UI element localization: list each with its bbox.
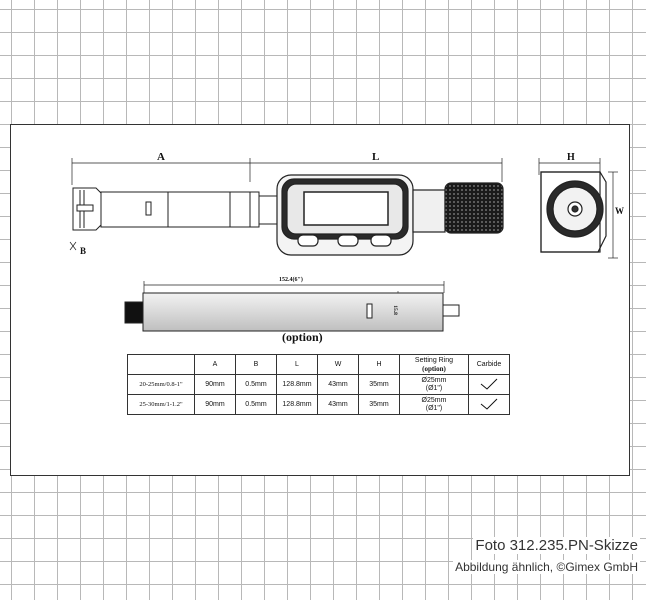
ring-metric: Ø25mm (421, 376, 447, 384)
digital-body (276, 174, 504, 256)
setting-ring-title: Setting Ring (414, 356, 454, 364)
dim-label-h: H (567, 152, 575, 163)
cell-h: 35mm (358, 374, 400, 395)
caption-photo-id: Foto 312.235.PN-Skizze (473, 537, 640, 554)
dimension-a (71, 158, 503, 185)
dim-label-b: B (80, 246, 87, 256)
cell-l: 128.8mm (276, 394, 318, 415)
header-carbide: Carbide (468, 354, 510, 375)
table-row: 25-30mm/1-1.2" 90mm 0.5mm 128.8mm 43mm 3… (127, 394, 510, 415)
header-l: L (276, 354, 318, 375)
cell-h: 35mm (358, 394, 400, 415)
gauge-shaft (100, 191, 280, 228)
ring-inch: (Ø1") (425, 384, 443, 392)
ring-metric: Ø25mm (421, 396, 447, 404)
dim-label-w: W (615, 206, 624, 216)
caption-credit: Abbildung ähnlich, ©Gimex GmbH (453, 560, 640, 574)
cell-b: 0.5mm (235, 374, 277, 395)
cell-carbide (468, 374, 510, 395)
header-setting-ring: Setting Ring (option) (399, 354, 469, 375)
cell-w: 43mm (317, 374, 359, 395)
header-w: W (317, 354, 359, 375)
table-row: 20-25mm/0.8-1" 90mm 0.5mm 128.8mm 43mm 3… (127, 374, 510, 395)
header-b: B (235, 354, 277, 375)
dim-label-l: L (372, 151, 380, 163)
table-header-row: A B L W H Setting Ring (option) Carbide (127, 354, 510, 375)
cell-b: 0.5mm (235, 394, 277, 415)
option-length-label: 152.4(6") (279, 277, 303, 283)
dimension-b (69, 241, 77, 251)
header-h: H (358, 354, 400, 375)
header-blank (127, 354, 195, 375)
dim-label-a: A (157, 151, 165, 163)
cell-ring: Ø25mm (Ø1") (399, 374, 469, 395)
cell-a: 90mm (194, 374, 236, 395)
option-diameter-label: 15.8 (391, 305, 398, 315)
row-range: 20-25mm/0.8-1" (127, 374, 195, 395)
check-icon (480, 398, 498, 410)
measuring-head (72, 187, 102, 231)
check-icon (480, 378, 498, 390)
ring-inch: (Ø1") (425, 404, 443, 412)
cell-ring: Ø25mm (Ø1") (399, 394, 469, 415)
cell-carbide (468, 394, 510, 415)
row-range: 25-30mm/1-1.2" (127, 394, 195, 415)
cell-a: 90mm (194, 394, 236, 415)
option-heading: (option) (282, 330, 323, 344)
cell-w: 43mm (317, 394, 359, 415)
setting-ring-note: (option) (422, 364, 446, 373)
option-extension (124, 281, 460, 332)
header-a: A (194, 354, 236, 375)
side-view (538, 158, 618, 259)
cell-l: 128.8mm (276, 374, 318, 395)
spec-table: A B L W H Setting Ring (option) Carbide … (127, 354, 510, 415)
